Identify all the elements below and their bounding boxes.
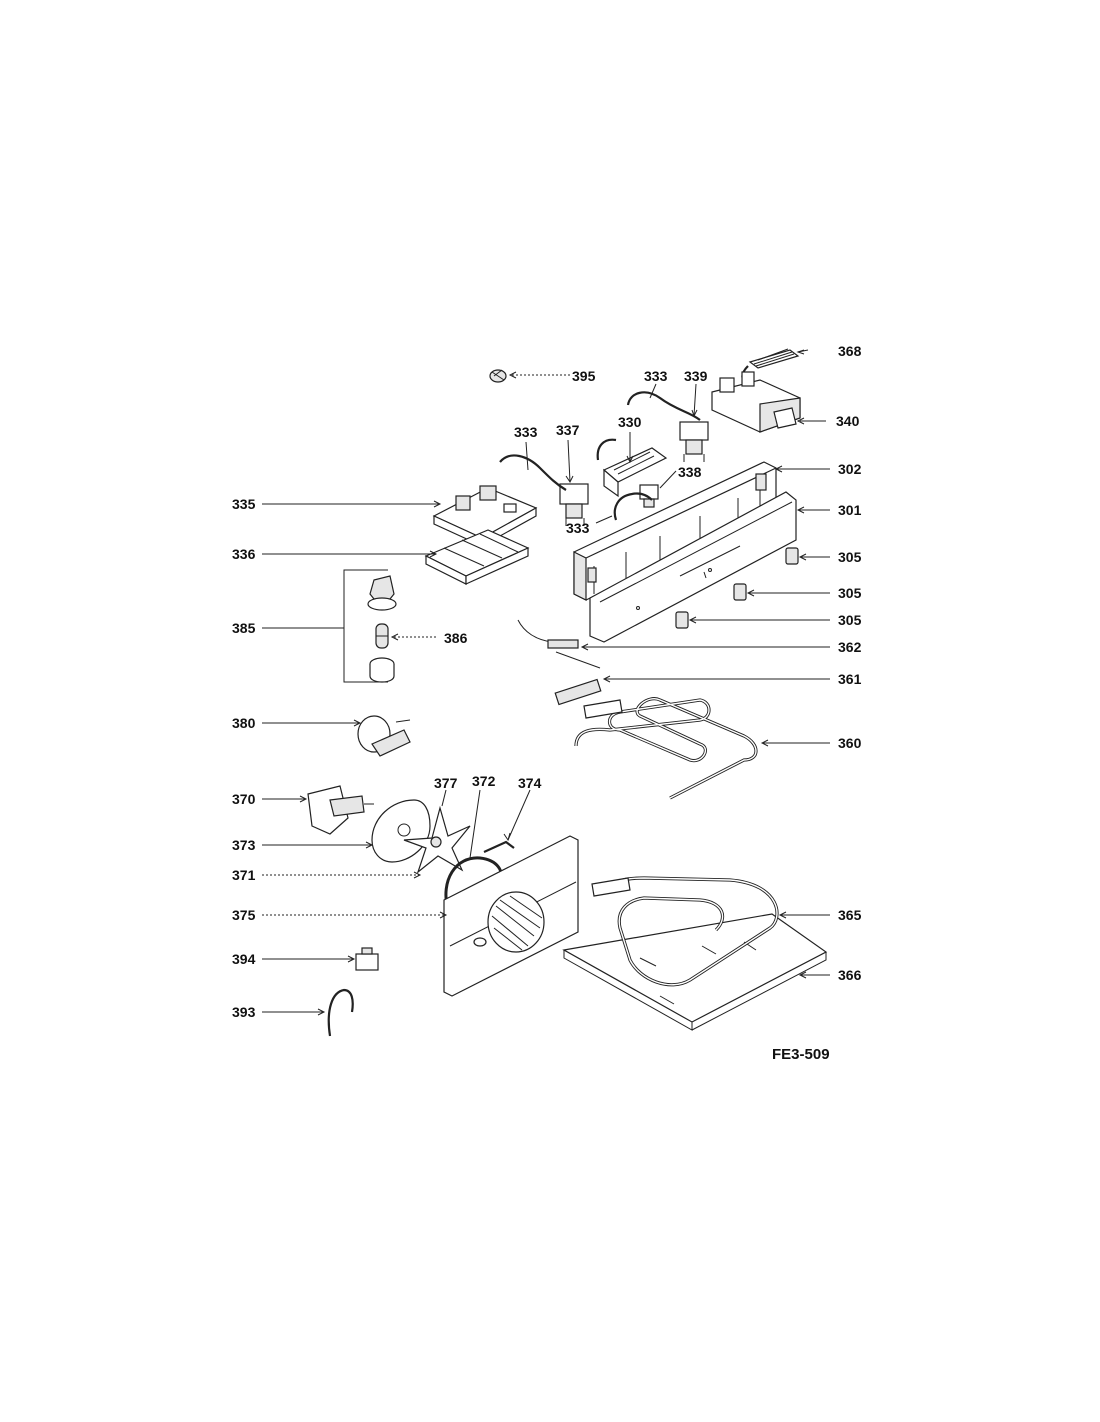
callout-362: 362 xyxy=(838,639,862,655)
part-377-fan-blade xyxy=(403,805,471,874)
callout-380: 380 xyxy=(232,715,256,731)
part-375-back-panel xyxy=(443,835,579,997)
part-305-knob-1 xyxy=(785,547,799,565)
callout-340: 340 xyxy=(836,413,860,429)
part-362-temperature-sensor xyxy=(517,619,601,669)
part-305-knob-2 xyxy=(733,583,747,601)
callout-301: 301 xyxy=(838,502,862,518)
callout-366: 366 xyxy=(838,967,862,983)
callout-365: 365 xyxy=(838,907,862,923)
callout-333-left: 333 xyxy=(514,424,538,440)
callout-339: 339 xyxy=(684,368,708,384)
callout-386: 386 xyxy=(444,630,468,646)
part-386-lamp-bulb xyxy=(375,623,389,649)
callout-371: 371 xyxy=(232,867,256,883)
part-339-switch xyxy=(679,421,709,462)
callout-393: 393 xyxy=(232,1004,256,1020)
part-333-wire-harness-middle xyxy=(613,492,653,521)
callout-395: 395 xyxy=(572,368,596,384)
part-366-base-tray xyxy=(562,913,828,1031)
part-361-insulation-strip xyxy=(554,678,602,706)
callout-337: 337 xyxy=(556,422,580,438)
part-373-mounting-plate xyxy=(371,799,431,863)
part-365-bottom-element xyxy=(591,876,779,987)
leader-lines xyxy=(262,349,830,1016)
callout-375: 375 xyxy=(232,907,256,923)
callout-330: 330 xyxy=(618,414,642,430)
callout-336: 336 xyxy=(232,546,256,562)
part-374-connector xyxy=(483,840,515,854)
callout-361: 361 xyxy=(838,671,862,687)
callout-374: 374 xyxy=(518,775,542,791)
part-330-timer-board xyxy=(596,438,668,498)
callout-302: 302 xyxy=(838,461,862,477)
part-385-lamp-assembly xyxy=(367,575,397,611)
part-380-motor xyxy=(357,715,411,757)
part-385-lamp-cover xyxy=(369,657,395,683)
callout-368: 368 xyxy=(838,343,862,359)
part-370-fan-motor xyxy=(307,785,374,835)
callout-372: 372 xyxy=(472,773,496,789)
bracket-385-group xyxy=(343,569,388,683)
callout-373: 373 xyxy=(232,837,256,853)
callout-394: 394 xyxy=(232,951,256,967)
part-333-wire-harness-left xyxy=(499,454,567,491)
callout-377: 377 xyxy=(434,775,458,791)
callout-335: 335 xyxy=(232,496,256,512)
part-336-tray xyxy=(424,529,530,585)
part-333-wire-harness-top xyxy=(626,391,701,421)
callout-305-b: 305 xyxy=(838,585,862,601)
part-301-front-fascia xyxy=(589,491,797,643)
part-338-small-switch xyxy=(639,484,659,508)
part-340-control-module xyxy=(711,371,801,433)
callout-370: 370 xyxy=(232,791,256,807)
callout-360: 360 xyxy=(838,735,862,751)
callout-338: 338 xyxy=(678,464,702,480)
part-393-power-cable xyxy=(327,988,354,1037)
part-360-grill-element xyxy=(574,697,758,800)
callout-305-a: 305 xyxy=(838,549,862,565)
diagram-code: FE3-509 xyxy=(772,1046,830,1063)
part-305-knob-3 xyxy=(675,611,689,629)
part-394-terminal-block xyxy=(355,947,379,971)
callout-385: 385 xyxy=(232,620,256,636)
callout-305-c: 305 xyxy=(838,612,862,628)
part-337-switch xyxy=(559,483,589,526)
callout-333-middle: 333 xyxy=(566,520,590,536)
part-395-small-knob xyxy=(489,369,507,383)
callout-333-top: 333 xyxy=(644,368,668,384)
